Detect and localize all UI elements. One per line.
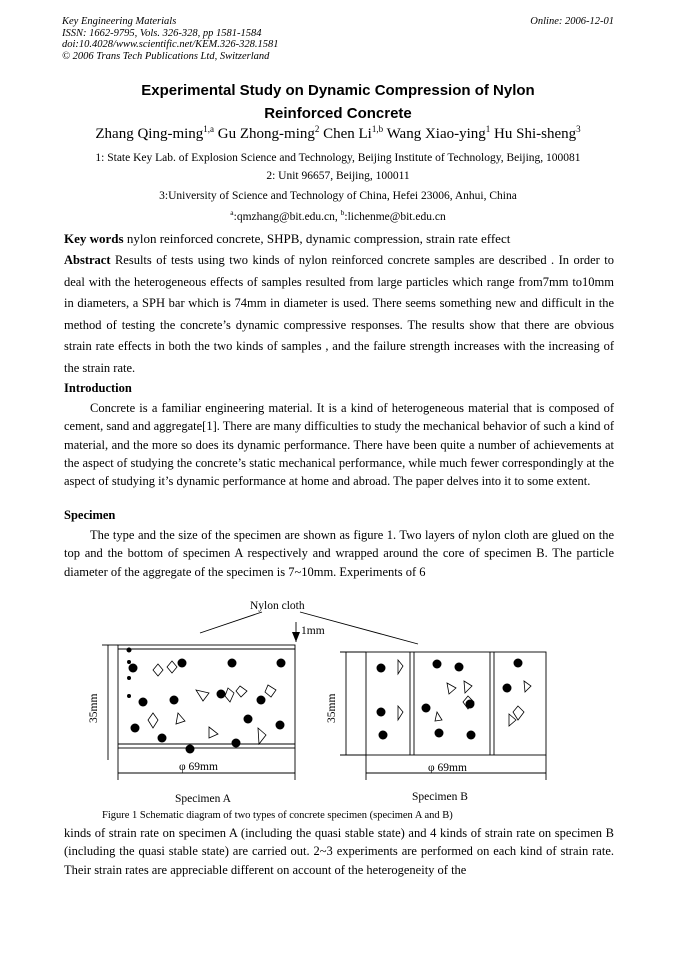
height-label-a: 35mm: [88, 694, 100, 723]
doi-line: doi:10.4028/www.scientific.net/KEM.326-3…: [62, 39, 279, 50]
paper-title-line-1: Experimental Study on Dynamic Compressio…: [141, 82, 535, 99]
height-label-b: 35mm: [326, 694, 338, 723]
abstract: Abstract Results of tests using two kind…: [64, 250, 614, 379]
section-heading-introduction: Introduction: [64, 381, 132, 395]
diameter-label-b: φ 69mm: [428, 762, 467, 774]
nylon-leader-line-a: [199, 611, 263, 634]
copyright-line: © 2006 Trans Tech Publications Ltd, Swit…: [62, 50, 270, 62]
author-affiliation-mark: 1,b: [371, 124, 384, 134]
email-a: :qmzhang@bit.edu.cn,: [233, 210, 341, 223]
abstract-text: Results of tests using two kinds of nylo…: [64, 253, 614, 375]
author-name: Wang Xiao-ying: [386, 126, 486, 142]
specimen-b-outline: [365, 651, 547, 756]
email-b: :lichenme@bit.edu.cn: [344, 210, 446, 223]
email-mark-b: b: [340, 208, 345, 217]
affiliation-2: 2: Unit 96657, Beijing, 100011: [266, 170, 410, 182]
author-affiliation-mark: 2: [314, 124, 320, 134]
author-affiliation-mark: 1: [485, 124, 491, 134]
author-list: Zhang Qing-ming1,a Gu Zhong-ming2 Chen L…: [62, 124, 614, 143]
journal-name: Key Engineering Materials: [62, 16, 177, 27]
thickness-label: 1mm: [301, 625, 325, 637]
online-date: Online: 2006-12-01: [530, 16, 614, 27]
introduction-paragraph: Concrete is a familiar engineering mater…: [64, 399, 614, 490]
diameter-label-a: φ 69mm: [179, 761, 218, 773]
specimen-b-label: Specimen B: [412, 791, 468, 803]
author-name: Hu Shi-sheng: [494, 126, 577, 142]
author-affiliation-mark: 3: [576, 124, 581, 134]
keywords-text: nylon reinforced concrete, SHPB, dynamic…: [123, 231, 511, 246]
author-affiliation-mark: 1,a: [203, 124, 215, 134]
author-name: Chen Li: [323, 126, 372, 142]
figure-caption: Figure 1 Schematic diagram of two types …: [102, 810, 453, 821]
running-header: Key Engineering Materials ISSN: 1662-979…: [62, 16, 279, 62]
affiliation-1: 1: State Key Lab. of Explosion Science a…: [95, 152, 581, 164]
keywords: Key words nylon reinforced concrete, SHP…: [64, 230, 614, 247]
author-name: Gu Zhong-ming: [217, 126, 315, 142]
nylon-cloth-label: Nylon cloth: [250, 600, 305, 612]
continuation-paragraph: kinds of strain rate on specimen A (incl…: [64, 826, 614, 877]
specimen-paragraph: The type and the size of the specimen ar…: [64, 526, 614, 581]
nylon-leader-line-b: [299, 611, 419, 645]
email-line: a:qmzhang@bit.edu.cn, b:lichenme@bit.edu…: [62, 208, 614, 223]
affiliation-3: 3:University of Science and Technology o…: [159, 190, 517, 202]
aggregate-stones-a: [147, 660, 277, 746]
section-heading-specimen: Specimen: [64, 508, 116, 522]
paper-title-line-2: Reinforced Concrete: [264, 105, 412, 122]
specimen-a: 35mm φ 69mm Specimen A: [88, 644, 296, 805]
issn-line: ISSN: 1662-9795, Vols. 326-328, pp 1581-…: [62, 27, 262, 39]
author-name: Zhang Qing-ming: [95, 126, 204, 142]
abstract-label: Abstract: [64, 253, 111, 267]
specimen-text: The type and the size of the specimen ar…: [64, 528, 614, 579]
specimen-a-label: Specimen A: [175, 793, 232, 805]
introduction-text: Concrete is a familiar engineering mater…: [64, 401, 614, 489]
keywords-label: Key words: [64, 231, 124, 246]
email-mark-a: a: [230, 208, 234, 217]
figure-specimen-diagram: Nylon cloth 1mm 35mm φ: [88, 600, 547, 805]
thickness-arrow-icon: [292, 632, 300, 642]
specimen-a-outline: [117, 644, 296, 749]
aggregate-particles-b: [376, 658, 523, 740]
aggregate-particles-a: [126, 647, 286, 754]
aggregate-stones-b: [397, 658, 532, 727]
specimen-b: 35mm φ 69mm Specimen B: [326, 651, 547, 803]
